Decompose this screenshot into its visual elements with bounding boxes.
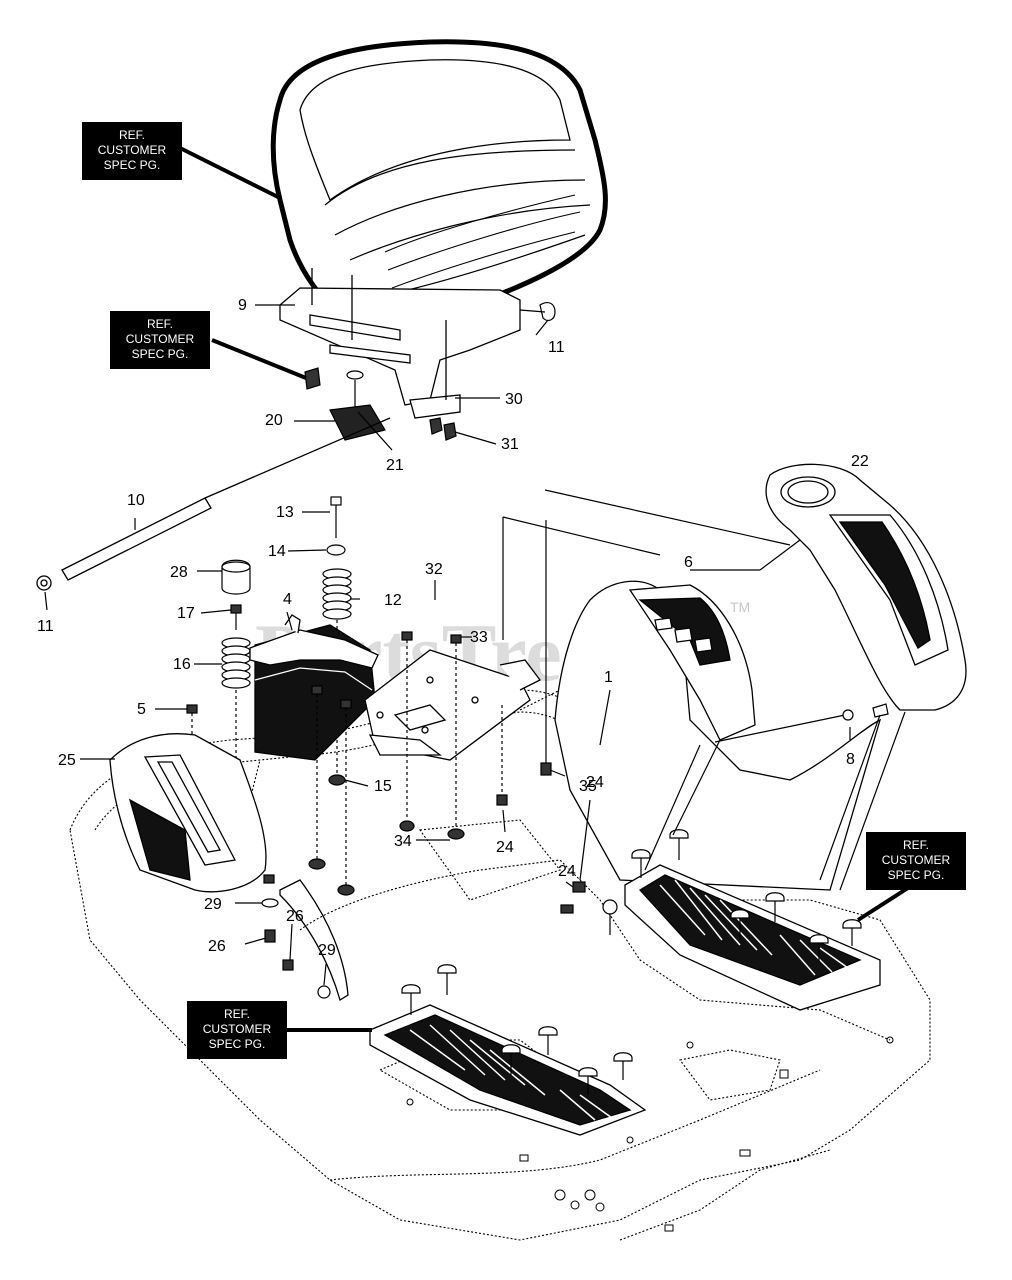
label-8: 8: [846, 751, 855, 768]
label-31: 31: [501, 436, 519, 453]
bolt-33b: [450, 634, 462, 830]
ref-line-3: SPEC PG.: [208, 1037, 266, 1051]
hold-down-plate: [364, 649, 541, 761]
bolt-33a: [401, 631, 413, 820]
label-4: 4: [283, 591, 292, 608]
label-29-a: 29: [204, 896, 222, 913]
seat-hardware: [304, 302, 556, 441]
left-pod: [109, 733, 267, 893]
ref-line-3: SPEC PG.: [887, 868, 945, 882]
ref-line-1: REF.: [146, 317, 173, 331]
label-21: 21: [386, 457, 404, 474]
seat-pan: [279, 268, 521, 419]
ref-line-3: SPEC PG.: [103, 158, 161, 172]
label-24-b: 24: [496, 839, 514, 856]
label-32: 32: [425, 561, 443, 578]
label-9: 9: [238, 297, 247, 314]
ref-callout-right-footrest: REF. CUSTOMER SPEC PG.: [866, 832, 966, 890]
label-24-c: 24: [558, 863, 576, 880]
bolt-a: [311, 685, 323, 860]
label-13: 13: [276, 504, 294, 521]
label-20: 20: [265, 412, 283, 429]
fasteners: [186, 520, 618, 999]
leader-lines: [44, 146, 910, 1032]
label-26-a: 26: [286, 908, 304, 925]
label-14: 14: [268, 543, 286, 560]
label-10: 10: [127, 492, 145, 509]
label-17: 17: [177, 605, 195, 622]
deck-holes: [406, 1036, 894, 1232]
label-22: 22: [851, 453, 869, 470]
bolt-b: [340, 699, 352, 885]
label-11-top: 11: [548, 339, 565, 356]
label-24-a: 24: [586, 774, 604, 791]
side-cover: [279, 879, 349, 1002]
label-25: 25: [58, 752, 76, 769]
ref-line-1: REF.: [223, 1007, 250, 1021]
right-footrest: [624, 864, 881, 1011]
ref-callout-seat: REF. CUSTOMER SPEC PG.: [82, 122, 182, 180]
label-29-b: 29: [318, 942, 336, 959]
right-pod: [765, 463, 967, 711]
watermark-tm: TM: [730, 599, 750, 615]
seat: [270, 39, 608, 329]
label-35: 35: [579, 778, 597, 795]
ref-line-2: CUSTOMER: [202, 1022, 272, 1036]
label-16: 16: [173, 656, 191, 673]
part-numbers: 1 4 5 6 8 9 10 11 11 12 13 14 15 16 17 2…: [37, 297, 869, 959]
ref-line-3: SPEC PG.: [131, 347, 189, 361]
ref-line-2: CUSTOMER: [125, 332, 195, 346]
label-33: 33: [470, 629, 488, 646]
label-11-bottom: 11: [37, 618, 54, 635]
label-28: 28: [170, 564, 188, 581]
label-1: 1: [604, 669, 613, 686]
rear-fender: [554, 580, 882, 891]
label-5: 5: [137, 701, 146, 718]
label-34: 34: [394, 833, 412, 850]
ref-callout-seat-bolt: REF. CUSTOMER SPEC PG.: [110, 311, 210, 369]
ref-line-2: CUSTOMER: [881, 853, 951, 867]
left-footrest: [369, 1004, 647, 1136]
label-15: 15: [374, 778, 392, 795]
label-26-b: 26: [208, 938, 226, 955]
label-30: 30: [505, 391, 523, 408]
label-12: 12: [384, 592, 402, 609]
fender-rod: [714, 703, 889, 743]
ref-line-1: REF.: [118, 128, 145, 142]
spring-hardware: [221, 496, 352, 780]
pivot-rod: [36, 417, 391, 591]
ref-callout-left-footrest: REF. CUSTOMER SPEC PG.: [187, 1001, 287, 1059]
ref-line-2: CUSTOMER: [97, 143, 167, 157]
label-6: 6: [684, 554, 693, 571]
ref-line-1: REF.: [902, 838, 929, 852]
